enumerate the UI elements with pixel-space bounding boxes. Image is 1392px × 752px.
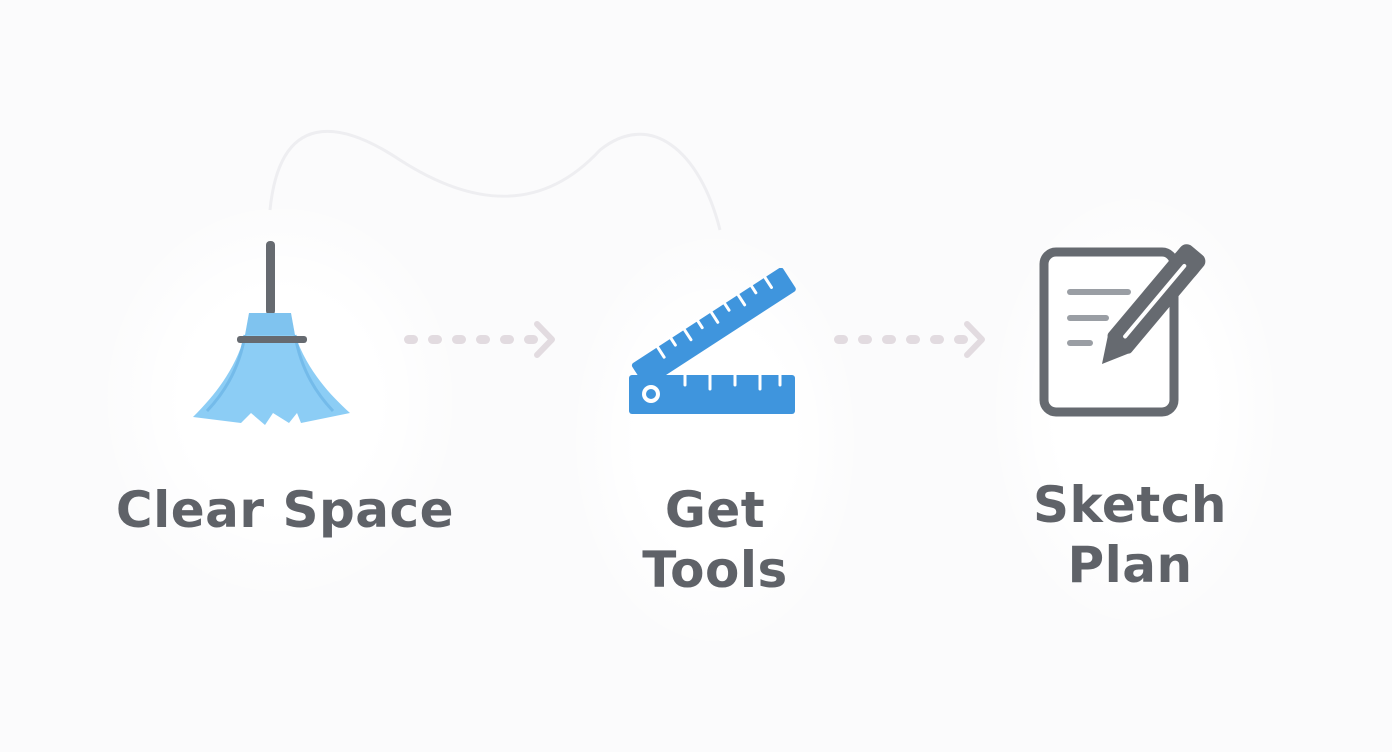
- step-1-label: Clear Space: [110, 480, 460, 540]
- step-2-label-line-1: Get: [664, 481, 766, 539]
- step-2-glow: [570, 230, 860, 650]
- folding-ruler-icon: [629, 268, 796, 414]
- connector-arrow-1: [404, 321, 555, 358]
- step-1-label-line-1: Clear Space: [115, 481, 455, 539]
- step-3-label-line-1: Sketch: [1033, 476, 1227, 534]
- broom-icon: [193, 241, 350, 425]
- connector-arrow-2: [834, 321, 985, 358]
- document-pencil-icon: [1039, 244, 1206, 417]
- step-2-label: Get Tools: [610, 480, 820, 600]
- step-3-label: Sketch Plan: [1010, 475, 1250, 595]
- step-3-label-line-2: Plan: [1067, 536, 1193, 594]
- step-2-label-line-2: Tools: [642, 541, 788, 599]
